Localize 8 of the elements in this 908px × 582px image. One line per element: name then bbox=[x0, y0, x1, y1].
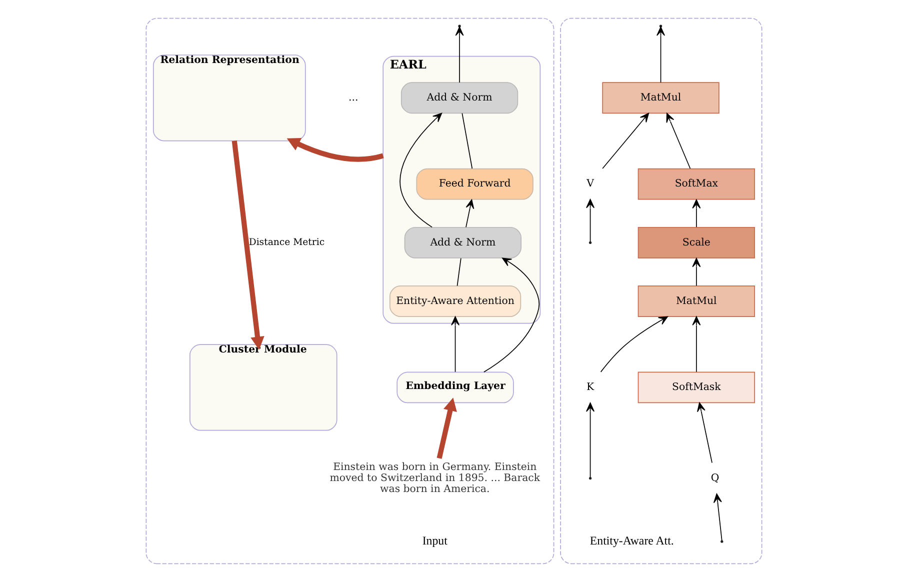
label: Entity-Aware Att. bbox=[590, 534, 674, 548]
node-text: V bbox=[586, 178, 594, 190]
node-text: Einstein was born in Germany. Einstein moved to Switzerland in 1895. ... Barack was born in America. bbox=[330, 462, 540, 495]
edge-label: Distance Metric bbox=[248, 237, 325, 248]
node-text: K bbox=[586, 382, 594, 394]
node-text: Q bbox=[710, 472, 720, 484]
label: ... bbox=[348, 92, 358, 104]
node-label: Input bbox=[422, 534, 448, 548]
